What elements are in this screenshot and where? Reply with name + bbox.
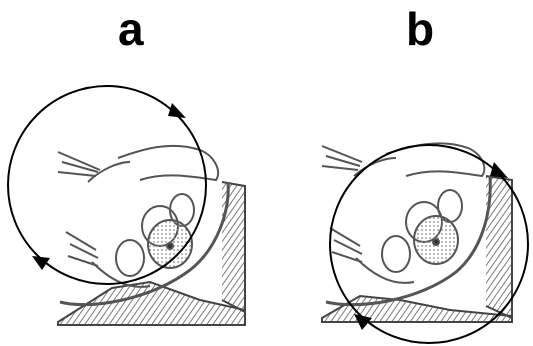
arrowhead-icon bbox=[168, 103, 186, 118]
hand-sketch-icon bbox=[322, 143, 512, 322]
panel-b bbox=[322, 143, 528, 343]
arrowhead-icon bbox=[490, 162, 508, 178]
hand-sketch-icon bbox=[58, 146, 245, 325]
panel-a bbox=[8, 86, 245, 325]
